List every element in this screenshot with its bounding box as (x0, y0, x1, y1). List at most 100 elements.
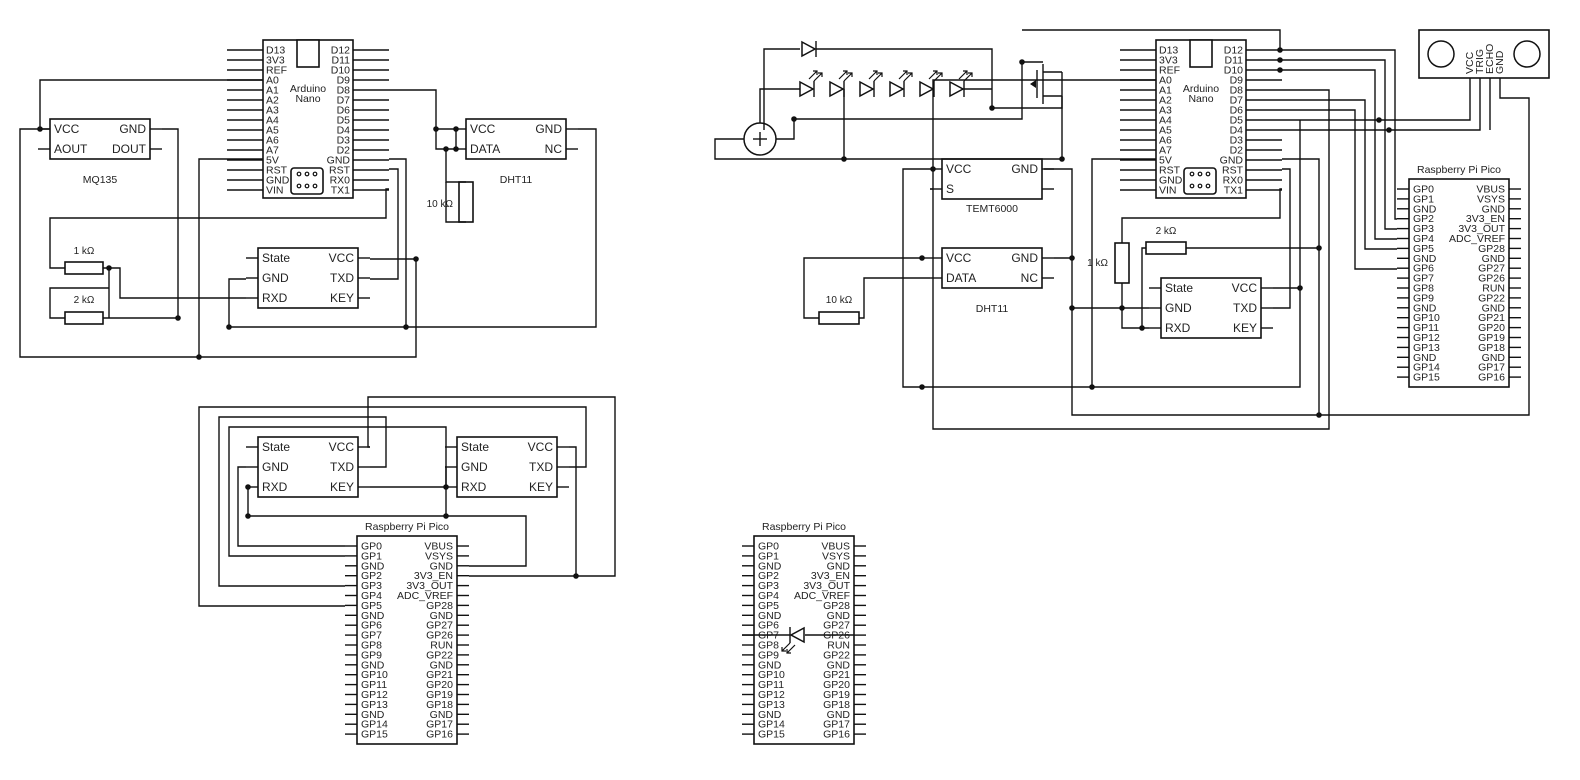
pico-pin-label: GND (361, 709, 385, 721)
junction-dot (226, 324, 232, 330)
nano-pin-label: D4 (1230, 125, 1244, 137)
pico-pin-label: GND (1413, 203, 1437, 215)
nano-pin-label: RST (329, 165, 351, 177)
ultrasonic-pin-label: GND (1494, 50, 1506, 74)
pico-pin-label: GP26 (1478, 273, 1505, 285)
pico-pin-label: VBUS (424, 541, 453, 553)
led-bar-4 (889, 70, 913, 98)
mq135-caption: MQ135 (83, 174, 118, 186)
pico-pin-label: GP2 (1413, 213, 1434, 225)
pico-pin-label: GND (1413, 253, 1437, 265)
wire-d12-gp2 (1282, 49, 1397, 220)
junction-dot (245, 484, 251, 490)
hc-pin-label: GND (262, 460, 289, 474)
icsp-pin (304, 171, 310, 177)
led-bar-3 (859, 70, 883, 98)
nano-pin-label: D9 (1230, 75, 1244, 87)
nano-pin-label: GND (1159, 175, 1183, 187)
icsp-pin (1197, 171, 1203, 177)
wire-rx-txd (370, 168, 399, 280)
resistor-value: 10 kΩ (826, 295, 853, 306)
pico-pin-label: GP2 (758, 570, 779, 582)
hc-pin-label: GND (461, 460, 488, 474)
pico-pin-label: GND (1482, 352, 1506, 364)
transducer-left (1427, 40, 1455, 68)
pico-pin-label: GND (1482, 253, 1506, 265)
junction-dot (1119, 305, 1125, 311)
dht11-body (941, 247, 1043, 289)
pico-pin-label: GP9 (758, 649, 779, 661)
pico-pin-label: GP1 (758, 550, 779, 562)
resistor-value: 10 kΩ (427, 199, 454, 210)
hc-pin-label: State (262, 440, 290, 454)
pico-pin-label: GP5 (361, 600, 382, 612)
pico-pin-label: ADC_VREF (1449, 233, 1505, 245)
pico-pin-label: GP6 (361, 620, 382, 632)
resistor-1k-left: 1 kΩ (64, 246, 104, 275)
dht11-pin-label: VCC (470, 122, 496, 136)
wire-divider (103, 267, 110, 318)
wire-hc-gnd (228, 278, 246, 327)
mq135-pin-label: VCC (54, 122, 80, 136)
pico-title: Raspberry Pi Pico (1417, 164, 1501, 176)
nano-pin-label: D6 (337, 105, 351, 117)
junction-dot (1386, 127, 1392, 133)
dht11-pin-label: NC (545, 142, 563, 156)
nano-pin-label: D9 (337, 75, 351, 87)
resistor-body (818, 311, 860, 325)
wire-d12-gate (1022, 29, 1281, 50)
pico-pin-label: VBUS (1476, 184, 1505, 196)
pico-pin-label: GP21 (1478, 312, 1505, 324)
pico-pin-label: GP13 (758, 699, 785, 711)
wire-gnd-rail (714, 72, 1063, 160)
pico-pin-label: GP14 (361, 719, 388, 731)
pico-pin-label: GP10 (361, 669, 388, 681)
hc-pin-label: TXD (529, 460, 553, 474)
temt6000-pin-label: VCC (946, 162, 972, 176)
junction-dot (1019, 59, 1025, 65)
led-light-rays (808, 70, 823, 82)
pico-pin-label: GND (361, 610, 385, 622)
junction-dot (413, 256, 419, 262)
pico-title: Raspberry Pi Pico (762, 521, 846, 533)
resistor-value: 1 kΩ (74, 246, 95, 257)
pico-pin-label: GND (827, 709, 851, 721)
icsp-pin (1189, 183, 1195, 189)
junction-dot (1277, 67, 1283, 73)
hc-pin-label: KEY (529, 480, 553, 494)
icsp-pin (312, 183, 318, 189)
hc-pin-label: VCC (329, 251, 355, 265)
junction-dot (443, 513, 449, 519)
wire-10k-top (445, 149, 466, 183)
hc-pin-label: KEY (330, 480, 354, 494)
junction-dot (1139, 325, 1145, 331)
pico-pin-label: GP27 (1478, 263, 1505, 275)
hc-pin-label: GND (262, 271, 289, 285)
wire-vcc-loop-r (902, 168, 1301, 388)
nano-pin-label: A3 (266, 105, 279, 117)
wire-echo (1282, 90, 1481, 131)
pico-pin-label: GP16 (426, 729, 453, 741)
pico-pin-label: GP17 (426, 719, 453, 731)
pico-pin-label: GP8 (758, 640, 779, 652)
dht11-pin-label: GND (1011, 251, 1038, 265)
wire-tx-1k (49, 188, 389, 269)
pico-pin-label: VSYS (1477, 193, 1505, 205)
nano-pin-label: A0 (1159, 75, 1172, 87)
ultrasonic-pin-label: VCC (1464, 51, 1476, 74)
pico-pin-label: GND (361, 659, 385, 671)
pico-pin-label: GP28 (823, 600, 850, 612)
pico-pin-label: GP19 (426, 689, 453, 701)
pico-pin-label: GP16 (823, 729, 850, 741)
icsp-pin (1197, 183, 1203, 189)
pico-pin-label: GP4 (1413, 233, 1434, 245)
pico-pin-label: GP22 (1478, 292, 1505, 304)
wire-led-in (759, 88, 800, 123)
pico-pin-label: GP22 (426, 649, 453, 661)
nano-pin-label: D8 (1230, 85, 1244, 97)
nano-title: Arduino (290, 83, 326, 95)
pico-pin-label: GP10 (1413, 312, 1440, 324)
pico-pin-label: GP27 (823, 620, 850, 632)
